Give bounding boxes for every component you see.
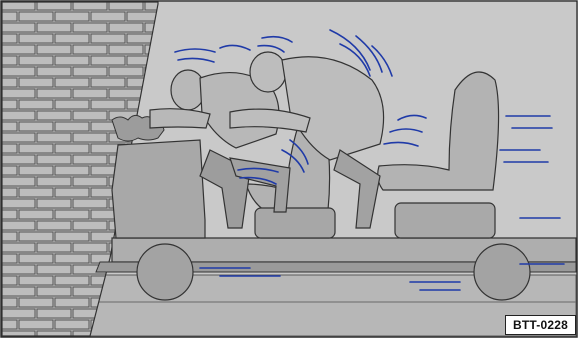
front-wheel [137, 244, 193, 300]
crushed-front-block [112, 140, 205, 238]
rear-wheel [474, 244, 530, 300]
figure-code-label: BTT-0228 [505, 315, 576, 335]
